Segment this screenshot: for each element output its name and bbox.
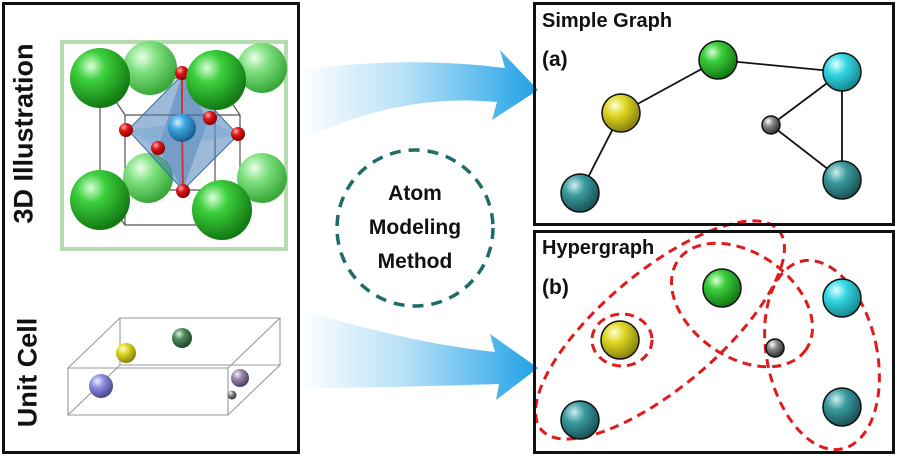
- hnode-yellow: [600, 320, 640, 360]
- simple-graph-title: Simple Graph: [542, 10, 673, 32]
- hnode-cyan: [822, 278, 862, 318]
- hypergraph-panel: [533, 230, 895, 454]
- hnode-teal-right: [822, 387, 862, 427]
- left-panel: [2, 2, 300, 454]
- simple-graph-nodes: [560, 40, 862, 213]
- hyperedge-top: [669, 241, 815, 369]
- hnode-teal-left: [560, 400, 600, 440]
- method-circle: [335, 148, 495, 308]
- node-yellow: [601, 93, 641, 133]
- node-teal-right: [822, 160, 862, 200]
- method-line-3: Method: [378, 250, 453, 273]
- crystal-structure-illustration: [70, 41, 287, 240]
- node-green: [698, 40, 738, 80]
- hypergraph-tag: (b): [542, 276, 569, 299]
- arrow-to-hypergraph: [300, 310, 538, 400]
- unit-cell-label: Unit Cell: [12, 317, 43, 428]
- hypergraph-title: Hypergraph: [542, 237, 655, 259]
- method-line-1: Atom: [388, 182, 442, 205]
- method-line-2: Modeling: [369, 216, 461, 239]
- hnode-gray: [765, 338, 785, 358]
- illustration-label: 3D Illustration: [8, 43, 39, 224]
- simple-graph-tag: (a): [542, 48, 568, 71]
- hnode-green: [702, 268, 742, 308]
- node-gray: [761, 115, 781, 135]
- node-cyan: [822, 52, 862, 92]
- node-teal-left: [560, 173, 600, 213]
- unit-cell-illustration: [66, 317, 282, 416]
- hyperedge-yellow: [590, 312, 654, 368]
- hypergraph-nodes: [560, 268, 862, 440]
- arrow-to-simple-graph: [300, 50, 538, 140]
- hyperedge-right: [763, 258, 881, 452]
- simple-graph-panel: [533, 2, 895, 226]
